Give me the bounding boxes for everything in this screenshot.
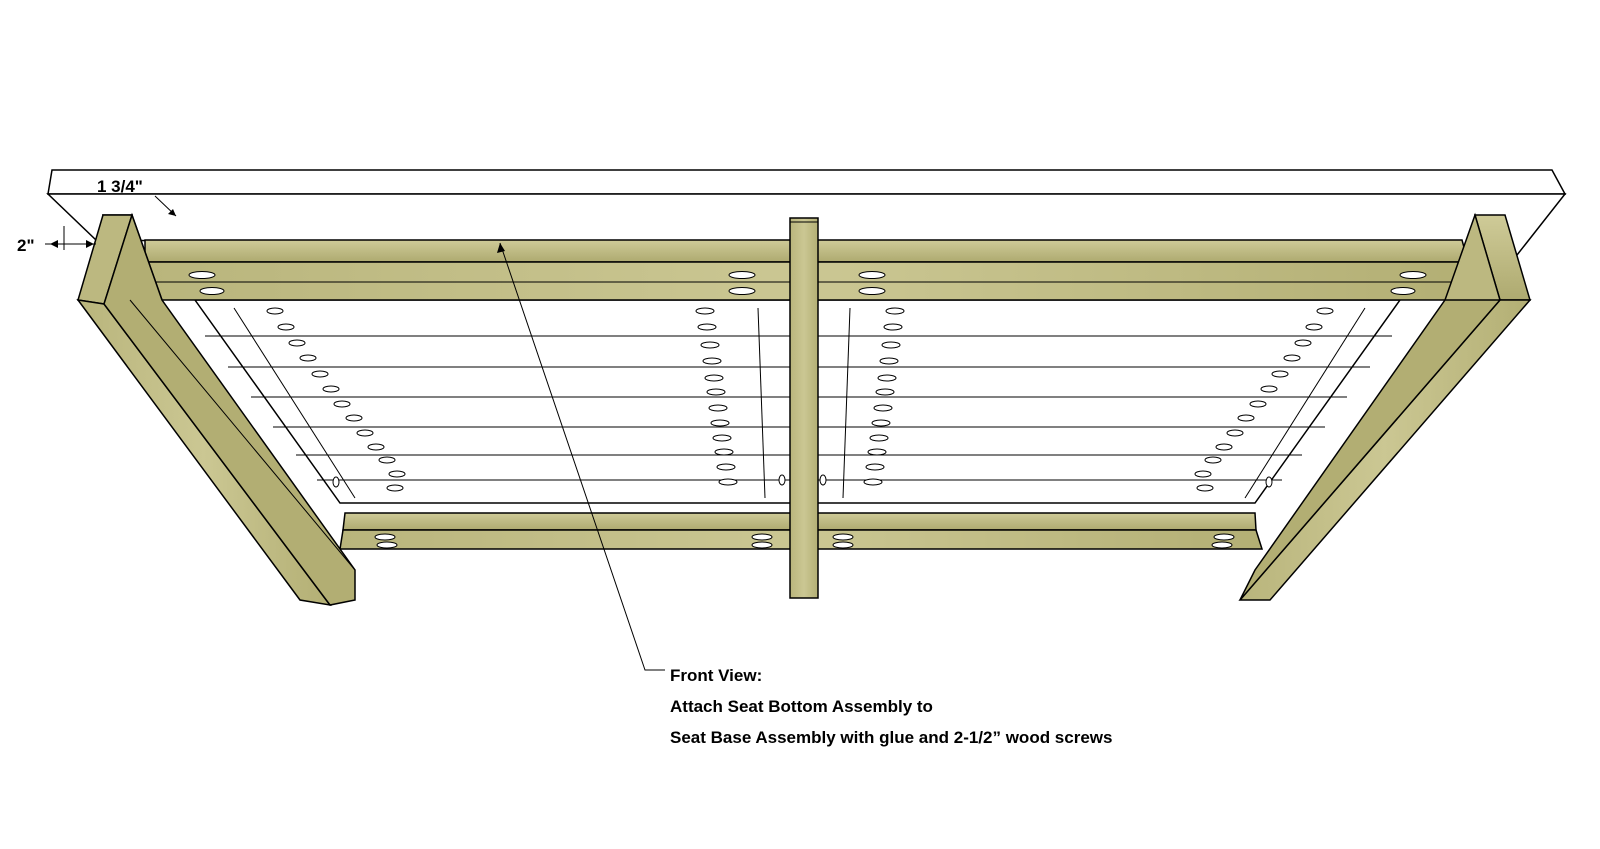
right-leg: [1238, 212, 1532, 601]
left-leg: [76, 212, 356, 607]
dimension-overhang: 2": [17, 226, 96, 255]
pocket-holes-left: [266, 307, 786, 492]
pocket-holes-right: [819, 307, 1334, 492]
dimension-thickness: 1 3/4": [97, 177, 177, 217]
dimension-thickness-label: 1 3/4": [97, 177, 143, 196]
callout-line-3: Seat Base Assembly with glue and 2-1/2” …: [670, 728, 1113, 747]
dimension-overhang-label: 2": [17, 236, 35, 255]
callout-leader: [497, 242, 665, 671]
callout-title: Front View:: [670, 666, 763, 685]
callout-line-2: Attach Seat Bottom Assembly to: [670, 697, 933, 716]
center-support: [789, 217, 819, 599]
assembly-instructions: Front View: Attach Seat Bottom Assembly …: [670, 660, 1112, 753]
